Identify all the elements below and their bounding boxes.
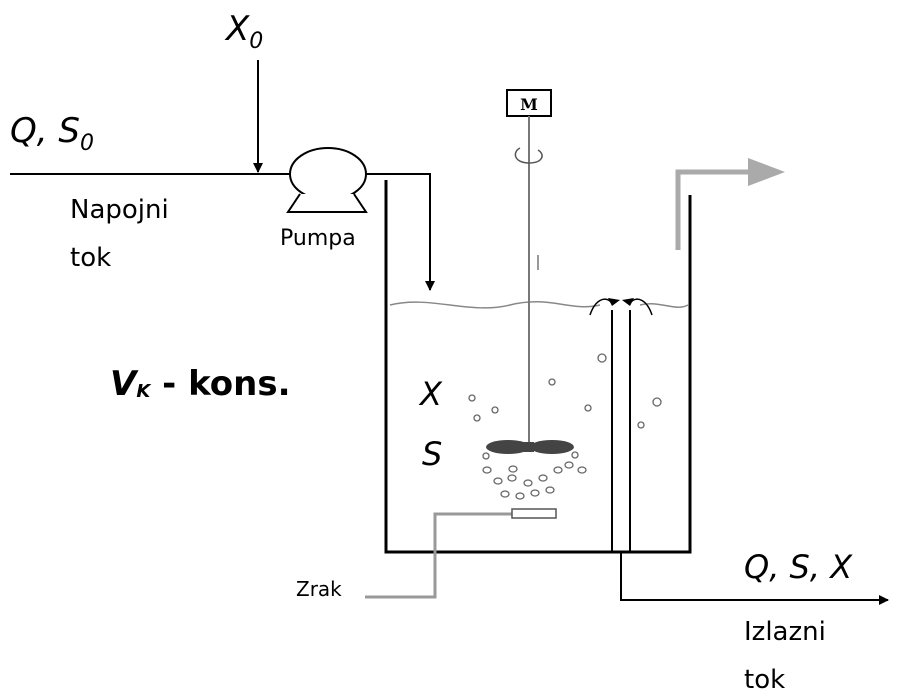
pump-outlet-line	[366, 173, 435, 291]
volume-label: VK - kons.	[110, 364, 290, 404]
overflow-tube	[589, 298, 653, 553]
outlet-line	[620, 552, 889, 605]
feed-label-line2: tok	[70, 243, 111, 273]
outlet-label-line2: tok	[744, 665, 785, 695]
rotation-icon	[514, 147, 543, 164]
air-bubbles	[468, 353, 662, 500]
air-line	[365, 512, 512, 599]
liquid-surface	[389, 301, 601, 309]
pump-icon	[286, 147, 368, 213]
liquid-surface-right	[639, 303, 689, 308]
air-label: Zrak	[296, 577, 342, 601]
feed-label-line1: Napojni	[70, 195, 169, 225]
overflow-arrow	[675, 158, 785, 250]
motor-label: M	[520, 95, 538, 114]
outlet-label-line1: Izlazni	[744, 617, 826, 647]
impeller-icon	[486, 440, 574, 454]
air-sparger	[511, 508, 557, 519]
inlet-flow-label: Q, S0	[10, 111, 94, 156]
outlet-flow-label: Q, S, X	[744, 548, 853, 586]
reactor-x-label: X	[418, 375, 443, 413]
motor-icon: M	[506, 89, 552, 117]
reactor-tank	[384, 180, 692, 554]
pump-label: Pumpa	[280, 226, 356, 251]
reactor-s-label: S	[422, 435, 442, 473]
inoculum-label: X0	[224, 9, 263, 54]
